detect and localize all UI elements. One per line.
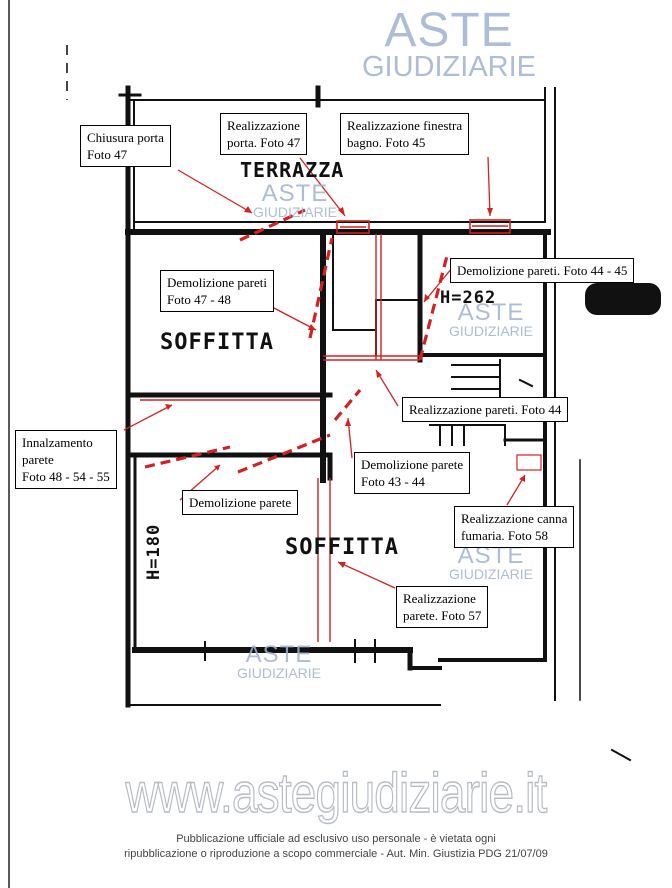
callout-canna-fumaria: Realizzazione canna fumaria. Foto 58 bbox=[454, 506, 575, 548]
room-label-soffitta-lower: SOFFITTA bbox=[285, 535, 399, 560]
callout-chiusura-porta: Chiusura porta Foto 47 bbox=[80, 125, 171, 167]
callout-demolizione-pareti-44-45: Demolizione pareti. Foto 44 - 45 bbox=[450, 258, 635, 283]
disclaimer-line-2: ripubblicazione o riproduzione a scopo c… bbox=[124, 848, 548, 860]
walls bbox=[118, 85, 632, 762]
height-label-stair: H=262 bbox=[440, 288, 497, 308]
site-url-watermark: www.astegiudiziarie.it bbox=[125, 760, 548, 824]
red-annotations bbox=[140, 219, 542, 642]
callout-innalzamento-parete: Innalzamento parete Foto 48 - 54 - 55 bbox=[15, 430, 117, 489]
height-label-lower: H=180 bbox=[144, 523, 164, 580]
demolition-marks bbox=[144, 208, 450, 474]
disclaimer: Pubblicazione ufficiale ad esclusivo uso… bbox=[0, 832, 672, 862]
callout-realizzazione-parete-57: Realizzazione parete. Foto 57 bbox=[396, 586, 489, 628]
room-label-soffitta-upper: SOFFITTA bbox=[160, 330, 274, 355]
callout-realizzazione-finestra: Realizzazione finestra bagno. Foto 45 bbox=[340, 113, 470, 155]
arrowheads bbox=[165, 206, 525, 568]
callout-realizzazione-porta: Realizzazione porta. Foto 47 bbox=[220, 113, 308, 155]
callout-demolizione-parete-43-44: Demolizione parete Foto 43 - 44 bbox=[354, 452, 471, 494]
callout-demolizione-parete: Demolizione parete bbox=[182, 490, 299, 515]
room-label-terrazza: TERRAZZA bbox=[240, 158, 345, 182]
disclaimer-line-1: Pubblicazione ufficiale ad esclusivo uso… bbox=[176, 833, 496, 845]
callout-demolizione-pareti-47-48: Demolizione pareti Foto 47 - 48 bbox=[160, 270, 274, 312]
callout-realizzazione-pareti-44: Realizzazione pareti. Foto 44 bbox=[402, 397, 569, 422]
redaction-block bbox=[585, 283, 661, 315]
